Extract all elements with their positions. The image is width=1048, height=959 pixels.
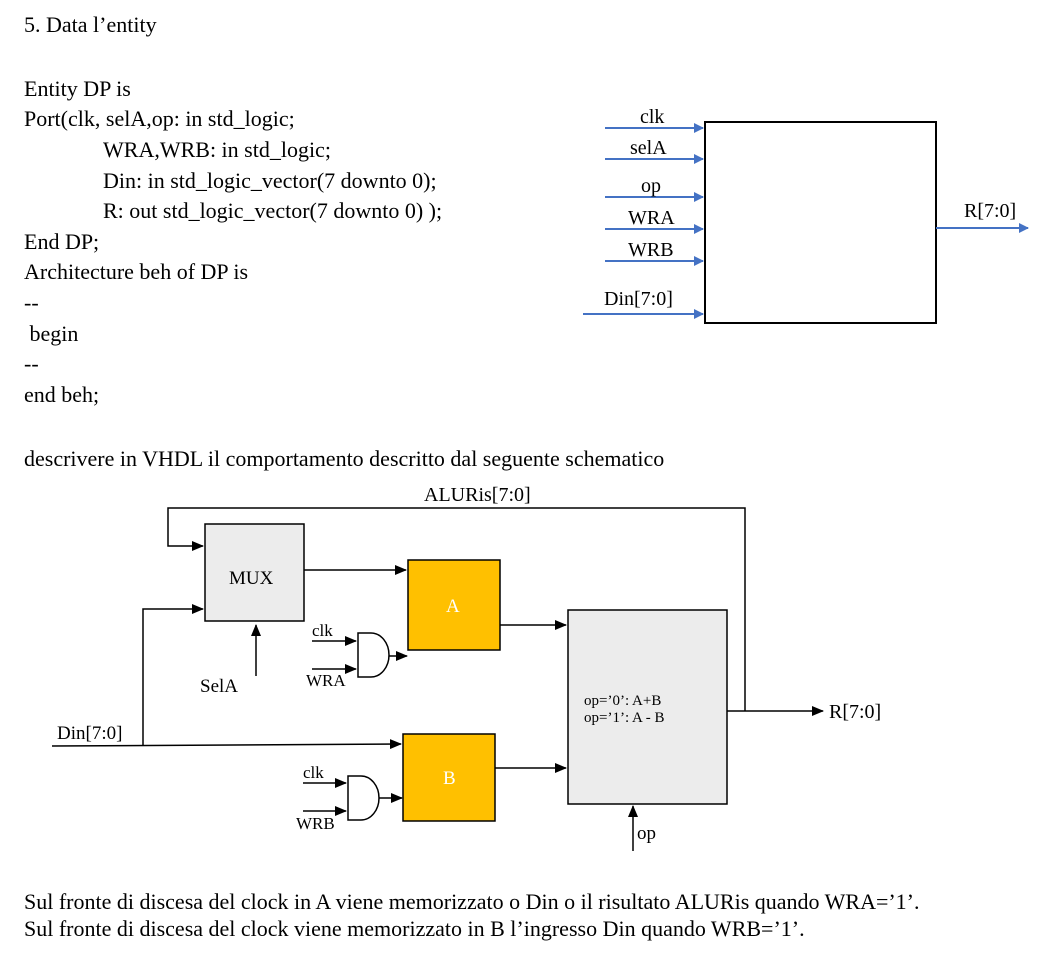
din-main-wire (51, 739, 402, 750)
and-gate-a (357, 632, 390, 678)
and-gate-b (347, 775, 380, 821)
code-line: End DP; (24, 229, 100, 254)
entity-clk-label: clk (640, 106, 664, 128)
aluris-label: ALURis[7:0] (424, 484, 531, 506)
op-label: op (637, 823, 656, 844)
footer-line: Sul fronte di discesa del clock viene me… (24, 916, 805, 941)
wra-label: WRA (306, 671, 346, 690)
code-line: -- (24, 290, 39, 315)
output-r-label: R[7:0] (829, 701, 881, 723)
register-a (407, 559, 501, 651)
code-line: R: out std_logic_vector(7 downto 0) ); (103, 198, 443, 223)
entity-din-label: Din[7:0] (604, 288, 673, 310)
code-line: WRA,WRB: in std_logic; (103, 137, 331, 162)
entity-r-label: R[7:0] (964, 200, 1016, 222)
sela-label: SelA (200, 676, 238, 697)
register-b-label: B (443, 768, 456, 789)
alu-op0-label: op=’0’: A+B (584, 693, 661, 709)
instruction-text: descrivere in VHDL il comportamento desc… (24, 446, 665, 471)
code-line: Port(clk, selA,op: in std_logic; (24, 106, 295, 131)
alu-block (567, 609, 728, 805)
code-line: Architecture beh of DP is (24, 259, 249, 284)
code-line: Din: in std_logic_vector(7 downto 0); (103, 168, 437, 193)
register-b (402, 733, 496, 822)
entity-sela-label: selA (630, 137, 667, 159)
entity-wra-label: WRA (628, 207, 675, 229)
mux-block (204, 523, 305, 622)
aluris-feedback-wire (167, 507, 746, 711)
datapath-schematic: ALURis[7:0] MUX SelA Din[7:0] A B clk WR… (51, 484, 881, 851)
code-line: Entity DP is (24, 76, 131, 101)
clk-a-label: clk (312, 621, 333, 640)
code-line: -- (24, 351, 39, 376)
entity-op-label: op (641, 175, 661, 197)
entity-box (704, 121, 937, 324)
footer-line: Sul fronte di discesa del clock in A vie… (24, 889, 920, 914)
din-label: Din[7:0] (57, 723, 122, 744)
mux-label: MUX (229, 568, 274, 589)
code-line: end beh; (24, 382, 100, 407)
entity-wrb-label: WRB (628, 239, 674, 261)
register-a-label: A (446, 596, 460, 617)
din-to-mux-wire (142, 604, 204, 746)
alu-op1-label: op=’1’: A - B (584, 710, 665, 726)
code-line: begin (24, 321, 79, 346)
clk-b-label: clk (303, 763, 324, 782)
heading: 5. Data l’entity (24, 12, 157, 37)
entity-block-diagram: clk selA op WRA WRB Din[7:0] R[7:0] (583, 106, 1029, 324)
wrb-label: WRB (296, 814, 335, 833)
